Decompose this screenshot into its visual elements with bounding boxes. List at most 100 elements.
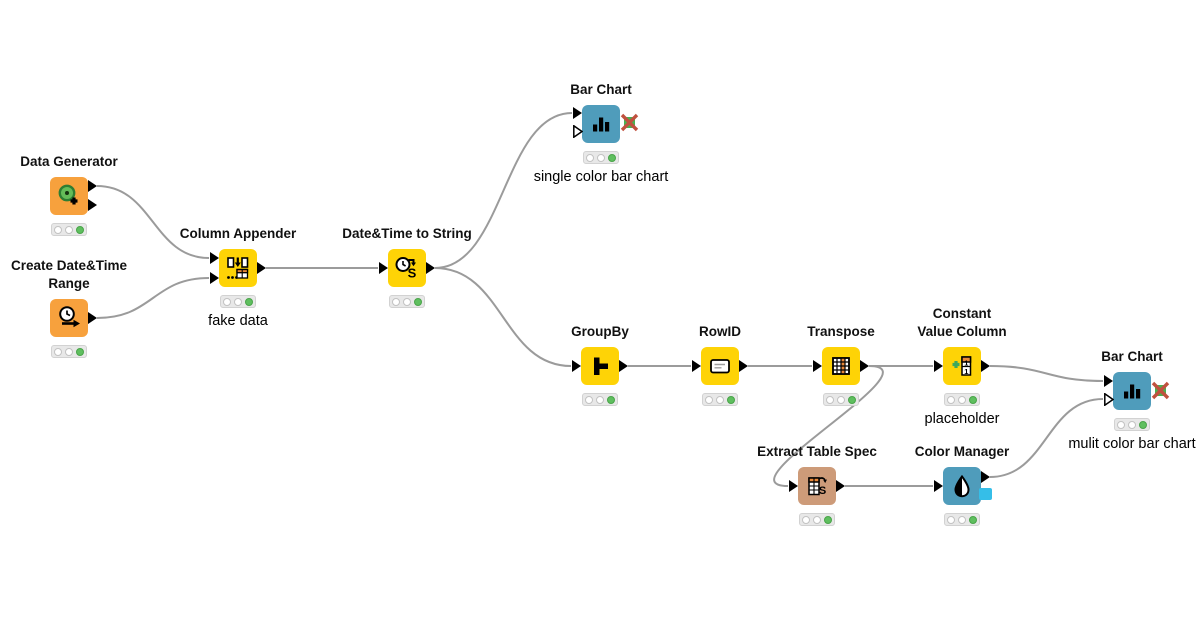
node-name-label: GroupBy xyxy=(571,324,629,339)
status-light-off xyxy=(716,395,724,404)
constant-value-icon: 11 xyxy=(952,356,972,376)
color-model-output-port[interactable] xyxy=(979,488,992,500)
connection-transpose-to-extract-table-spec[interactable] xyxy=(773,365,884,487)
node-body-groupby[interactable] xyxy=(581,347,619,385)
input-port[interactable] xyxy=(210,252,219,264)
node-column-appender[interactable]: Column Appender fake data xyxy=(180,226,297,329)
node-color-manager[interactable]: Color Manager xyxy=(915,444,1009,526)
rowid-icon xyxy=(710,359,730,374)
column-appender-icon xyxy=(227,257,249,279)
status-light-off xyxy=(947,395,955,404)
data-generator-icon xyxy=(58,184,78,205)
node-annotation[interactable]: fake data xyxy=(208,313,268,329)
node-annotation[interactable]: mulit color bar chart xyxy=(1068,436,1196,452)
node-name-label: Bar Chart xyxy=(570,82,632,97)
connection-create-datetime-range-to-column-appender[interactable] xyxy=(96,277,210,319)
input-port[interactable] xyxy=(379,262,388,274)
output-port[interactable] xyxy=(88,180,97,192)
status-light-executed xyxy=(824,515,832,524)
connection-constant-value-column-to-bar-chart-2[interactable] xyxy=(989,365,1104,382)
input-port[interactable] xyxy=(934,360,943,372)
node-body-rowid[interactable] xyxy=(701,347,739,385)
status-light-off xyxy=(958,515,966,524)
status-light-off xyxy=(54,347,62,356)
node-body-datetime-to-string[interactable]: S xyxy=(388,249,426,287)
node-status-traffic-light xyxy=(944,393,980,406)
node-name-label: Date&Time to String xyxy=(342,226,472,241)
input-port[interactable] xyxy=(572,360,581,372)
node-status-traffic-light xyxy=(51,223,87,236)
node-name-label: Column Appender xyxy=(179,226,297,241)
node-bar-chart-1[interactable]: Bar Chart single color bar chart xyxy=(534,82,669,185)
node-body-extract-table-spec[interactable]: S xyxy=(798,467,836,505)
status-light-off xyxy=(65,225,73,234)
status-light-off xyxy=(837,395,845,404)
output-port[interactable] xyxy=(88,312,97,324)
status-light-off xyxy=(947,515,955,524)
status-light-off xyxy=(403,297,411,306)
clock-string-icon: S xyxy=(395,257,417,281)
node-groupby[interactable]: GroupBy xyxy=(571,324,629,406)
node-annotation[interactable]: placeholder xyxy=(924,411,1000,427)
input-port[interactable] xyxy=(789,480,798,492)
status-light-off xyxy=(223,297,231,306)
connection-datetime-to-string-to-groupby[interactable] xyxy=(434,267,572,367)
input-port[interactable] xyxy=(692,360,701,372)
status-light-off xyxy=(1128,420,1136,429)
node-body-bar-chart-1[interactable] xyxy=(582,105,620,143)
input-port[interactable] xyxy=(813,360,822,372)
status-light-executed xyxy=(969,395,977,404)
node-body-bar-chart-2[interactable] xyxy=(1113,372,1151,410)
node-transpose[interactable]: Transpose xyxy=(807,324,875,406)
output-port[interactable] xyxy=(860,360,869,372)
node-body-color-manager[interactable] xyxy=(943,467,981,505)
connection-datetime-to-string-to-bar-chart-1[interactable] xyxy=(434,112,573,269)
node-name-label: Create Date&Time Range xyxy=(10,258,128,291)
status-light-off xyxy=(234,297,242,306)
node-create-datetime-range[interactable]: Create Date&Time Range xyxy=(11,258,127,358)
output-port[interactable] xyxy=(88,199,97,211)
bar-chart-icon xyxy=(593,117,610,132)
status-light-off xyxy=(802,515,810,524)
output-port[interactable] xyxy=(257,262,266,274)
status-light-off xyxy=(65,347,73,356)
node-data-generator[interactable]: Data Generator xyxy=(20,154,118,236)
status-light-off xyxy=(1117,420,1125,429)
output-port[interactable] xyxy=(739,360,748,372)
image-output-port-inactive[interactable] xyxy=(620,113,639,137)
node-body-transpose[interactable] xyxy=(822,347,860,385)
svg-text:1: 1 xyxy=(964,367,968,376)
output-port[interactable] xyxy=(981,471,990,483)
input-port[interactable] xyxy=(210,272,219,284)
node-rowid[interactable]: RowID xyxy=(692,324,748,406)
output-port[interactable] xyxy=(619,360,628,372)
output-port[interactable] xyxy=(426,262,435,274)
node-annotation[interactable]: single color bar chart xyxy=(533,169,669,185)
status-light-executed xyxy=(727,395,735,404)
output-port[interactable] xyxy=(981,360,990,372)
output-port[interactable] xyxy=(836,480,845,492)
node-body-data-generator[interactable] xyxy=(50,177,88,215)
node-body-column-appender[interactable] xyxy=(219,249,257,287)
node-name-label: Color Manager xyxy=(914,444,1010,459)
node-body-create-datetime-range[interactable] xyxy=(50,299,88,337)
connection-data-generator-to-column-appender[interactable] xyxy=(96,185,210,259)
input-port[interactable] xyxy=(934,480,943,492)
status-light-off xyxy=(958,395,966,404)
connection-color-manager-to-bar-chart-2[interactable] xyxy=(989,398,1104,478)
input-port[interactable] xyxy=(573,107,582,119)
image-output-port-inactive[interactable] xyxy=(1151,381,1170,405)
node-status-traffic-light xyxy=(799,513,835,526)
input-port-optional[interactable] xyxy=(573,124,584,143)
status-light-off xyxy=(813,515,821,524)
input-port-optional[interactable] xyxy=(1104,392,1115,411)
status-light-executed xyxy=(848,395,856,404)
input-port[interactable] xyxy=(1104,375,1113,387)
status-light-off xyxy=(705,395,713,404)
